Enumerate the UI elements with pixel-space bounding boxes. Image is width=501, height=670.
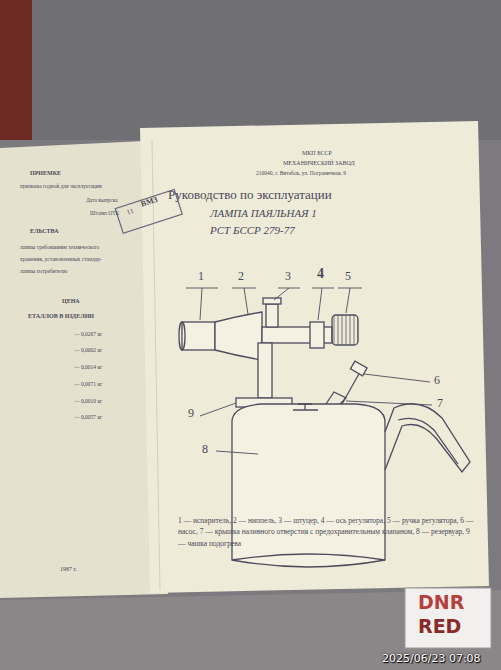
callout-number: 3: [285, 270, 291, 283]
callout-number: 6: [434, 374, 440, 387]
printed-text: ЕЛЬСТВА: [30, 228, 59, 235]
callout-number: 9: [188, 407, 194, 420]
blowtorch-drawing: [179, 298, 470, 567]
printed-text: Дата выпуска: [86, 197, 118, 203]
watermark: DNR: [418, 592, 464, 613]
printed-text: МКП БССР: [302, 150, 332, 157]
printed-text: лампы потребителю: [20, 268, 67, 274]
leader-lines: [186, 288, 432, 454]
printed-text: хранения, установленных стандар-: [20, 256, 102, 262]
printed-text: — 0,0057 кг: [74, 414, 102, 420]
watermark: RED: [418, 616, 461, 637]
printed-text: — 0,0071 кг: [74, 381, 102, 387]
timestamp: 2025/06/23 07:08: [382, 653, 481, 665]
printed-text: МЕХАНИЧЕСКИЙ ЗАВОД: [283, 160, 355, 167]
paper-page: [140, 121, 489, 593]
callout-number: 4: [317, 266, 324, 281]
printed-text: РСТ БССР 279-77: [210, 224, 295, 236]
callout-number: 7: [437, 397, 443, 410]
callout-number: 1: [198, 270, 204, 283]
printed-text: 210040, г. Витебск, ул. Пограничная, 9: [256, 170, 346, 176]
printed-text: — 0,0267 кг: [74, 331, 102, 337]
printed-text: ПРИЕМКЕ: [30, 170, 61, 177]
printed-text: — 0,0002 кг: [74, 347, 102, 353]
red-strip: [0, 0, 32, 140]
lower-surface: [0, 590, 501, 670]
printed-text: лампы требованиям технического: [20, 244, 99, 250]
dark-surface: [32, 0, 501, 140]
watermark-box: [405, 588, 491, 648]
parts-caption: 1 — испаритель, 2 — ниппель, 3 — штуцер,…: [178, 515, 476, 549]
fold-line: [152, 140, 160, 590]
callout-number: 8: [202, 443, 208, 456]
printed-text: ЛАМПА ПАЯЛЬНАЯ 1: [210, 207, 317, 219]
printed-text: 1987 г.: [60, 566, 77, 573]
printed-text: признана годной для эксплуатации: [20, 183, 102, 189]
printed-text: ЕТАЛЛОВ В ИЗДЕЛИИ: [28, 313, 94, 320]
callout-number: 2: [238, 270, 244, 283]
manual-title: Руководство по эксплуатации: [168, 188, 332, 202]
callout-number: 5: [345, 270, 351, 283]
printed-text: Штамп ОТК: [90, 210, 119, 216]
printed-text: — 0,0010 кг: [74, 398, 102, 404]
printed-text: ЦЕНА: [62, 298, 80, 305]
printed-text: — 0,0014 кг: [74, 364, 102, 370]
